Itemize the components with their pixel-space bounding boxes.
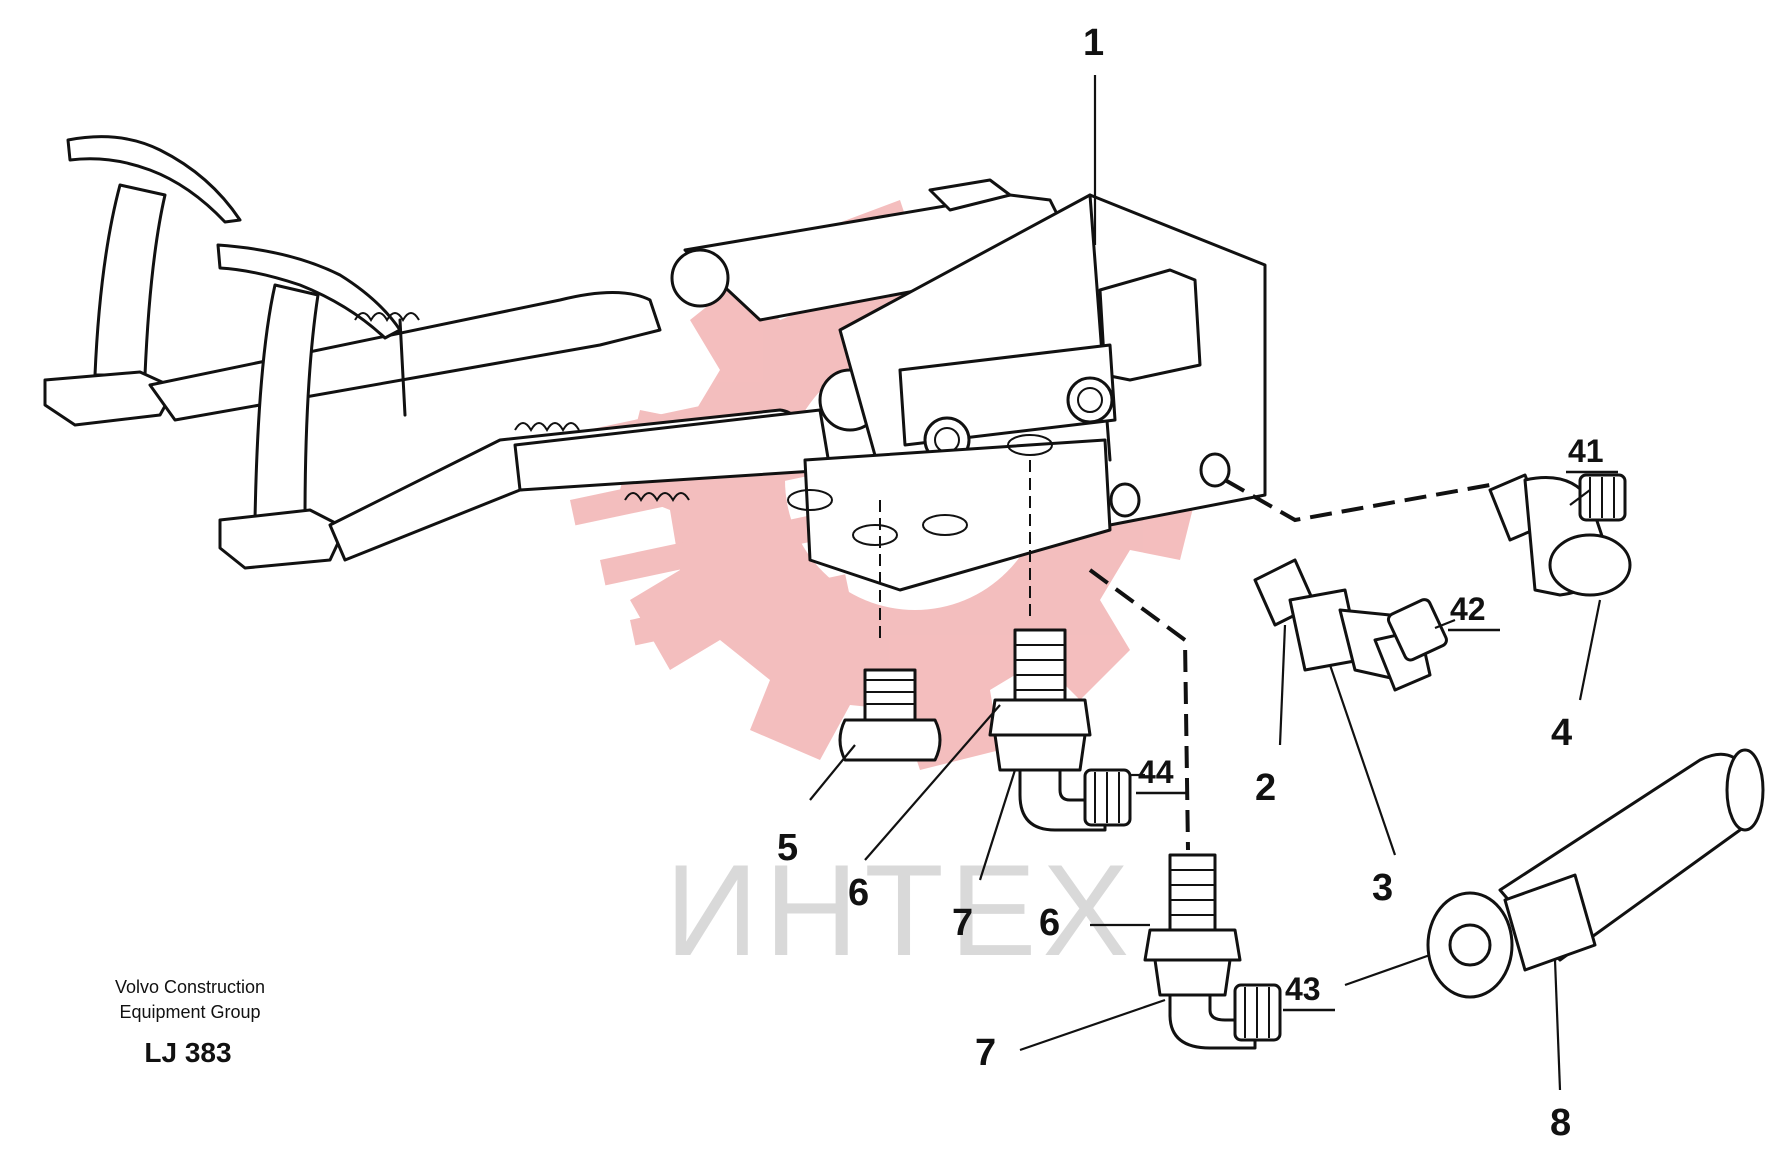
callout-3: 3: [1372, 867, 1393, 909]
watermark-text: ИНТЕХ: [665, 837, 1135, 983]
callout-6-lower: 6: [1039, 902, 1060, 944]
maker-line-1: Volvo Construction: [115, 977, 265, 997]
hidden-line-41: [1224, 478, 1491, 523]
valve-block-assembly: [43, 135, 1267, 640]
adapter-elbow-right: [1488, 473, 1632, 597]
callout-2: 2: [1255, 767, 1276, 809]
callout-5: 5: [777, 827, 798, 869]
callout-42: 42: [1450, 591, 1486, 627]
callout-4: 4: [1551, 712, 1572, 754]
hose-8: [1426, 748, 1765, 999]
nipple-assembly-lower: [1143, 853, 1282, 1050]
callout-8: 8: [1550, 1102, 1571, 1144]
drawing-code: LJ 383: [144, 1037, 231, 1068]
adapter-elbow-middle: [1253, 558, 1448, 692]
plug-5: [838, 668, 942, 762]
callout-43: 43: [1285, 971, 1321, 1007]
callout-7-upper: 7: [952, 902, 973, 944]
callout-7-lower: 7: [975, 1032, 996, 1074]
maker-line-2: Equipment Group: [119, 1002, 260, 1022]
callout-41: 41: [1568, 433, 1604, 469]
callout-1: 1: [1083, 22, 1104, 64]
callout-44: 44: [1138, 754, 1174, 790]
callout-6-upper: 6: [848, 872, 869, 914]
hidden-line-43: [1088, 568, 1190, 851]
nipple-assembly-upper: [988, 628, 1132, 832]
leader-lines: [809, 75, 1602, 1091]
